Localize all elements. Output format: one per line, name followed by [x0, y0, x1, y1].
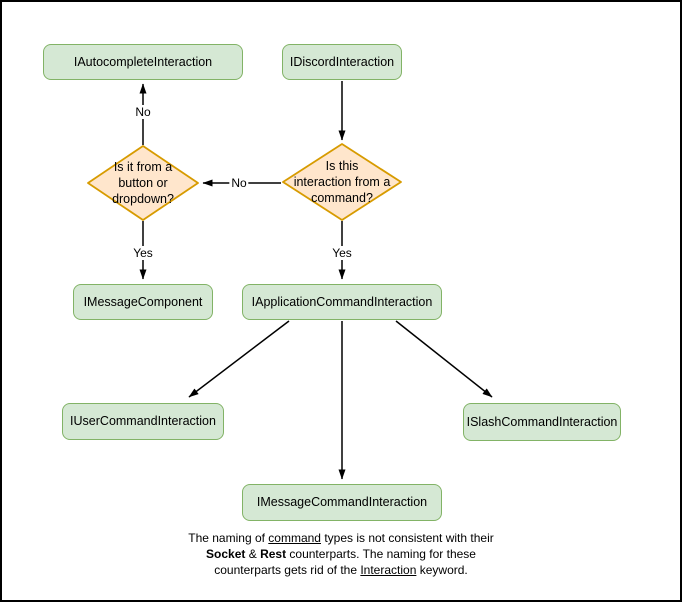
decision-line: interaction from a	[293, 175, 391, 189]
decision-line: button or	[118, 176, 168, 190]
edge-label-no-component: No	[229, 176, 249, 190]
edge-applicationcommand-to-usercommand	[188, 320, 290, 398]
node-slash-command-interaction: ISlashCommandInteraction	[463, 403, 621, 441]
decision-line: dropdown?	[112, 192, 174, 206]
node-label: IAutocompleteInteraction	[73, 54, 213, 69]
decision-line: command?	[311, 191, 373, 205]
edge-label-no-autocomplete: No	[133, 105, 153, 119]
decision-from-component-text: Is it from a button or dropdown?	[91, 159, 195, 207]
naming-note-line1: The naming of command types is not consi…	[188, 531, 494, 545]
naming-note-line3: counterparts gets rid of the Interaction…	[214, 563, 468, 577]
node-autocomplete-interaction: IAutocompleteInteraction	[43, 44, 243, 80]
decision-line: Is this	[325, 159, 359, 173]
node-label: IApplicationCommandInteraction	[251, 294, 433, 309]
naming-note-line2: Socket & Rest counterparts. The naming f…	[206, 547, 476, 561]
node-user-command-interaction: IUserCommandInteraction	[62, 403, 224, 440]
node-discord-interaction: IDiscordInteraction	[282, 44, 402, 80]
node-label: IUserCommandInteraction	[70, 414, 216, 428]
node-message-command-interaction: IMessageCommandInteraction	[242, 484, 442, 521]
node-label: ISlashCommandInteraction	[466, 414, 618, 429]
naming-note: The naming of command types is not consi…	[2, 530, 680, 578]
decision-from-command-text: Is this interaction from a command?	[288, 158, 396, 206]
node-label: IDiscordInteraction	[289, 54, 395, 69]
edge-applicationcommand-to-slashcommand	[395, 320, 493, 398]
decision-line: Is it from a	[113, 160, 173, 174]
node-message-component: IMessageComponent	[73, 284, 213, 320]
node-application-command-interaction: IApplicationCommandInteraction	[242, 284, 442, 320]
node-label: IMessageComponent	[83, 294, 203, 309]
edge-label-yes-message-component: Yes	[131, 246, 155, 260]
node-label: IMessageCommandInteraction	[256, 495, 428, 509]
edge-label-yes-application-command: Yes	[330, 246, 354, 260]
